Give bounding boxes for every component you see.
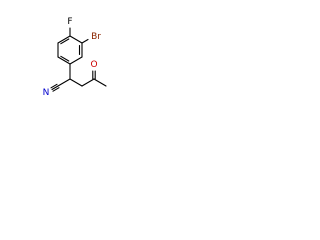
ring-bond — [57, 35, 71, 44]
alpha-to-nitrile-carbon-bond — [57, 78, 71, 87]
benzene-ring — [57, 35, 83, 65]
nitrogen-label: N — [43, 88, 50, 98]
c-br-bond — [81, 38, 89, 44]
alpha-to-methylene-bond — [69, 78, 83, 87]
ring-bond — [57, 56, 71, 65]
nitrile-triple-bond — [52, 87, 60, 92]
bromine-label: Br — [91, 32, 101, 42]
nitrile-triple-bond — [51, 85, 59, 91]
ring-double-bond — [60, 55, 70, 62]
fluorine-label: F — [67, 17, 72, 27]
carbonyl-to-methyl-bond — [93, 78, 107, 87]
ring-bond — [69, 35, 83, 44]
ring-double-bond — [60, 38, 70, 45]
nitrile-triple-bond — [50, 83, 58, 89]
oxygen-label: O — [90, 60, 97, 70]
ring-bond — [69, 56, 83, 65]
molecule-structure: F Br N O — [0, 0, 152, 152]
methylene-to-carbonyl-bond — [81, 78, 95, 87]
